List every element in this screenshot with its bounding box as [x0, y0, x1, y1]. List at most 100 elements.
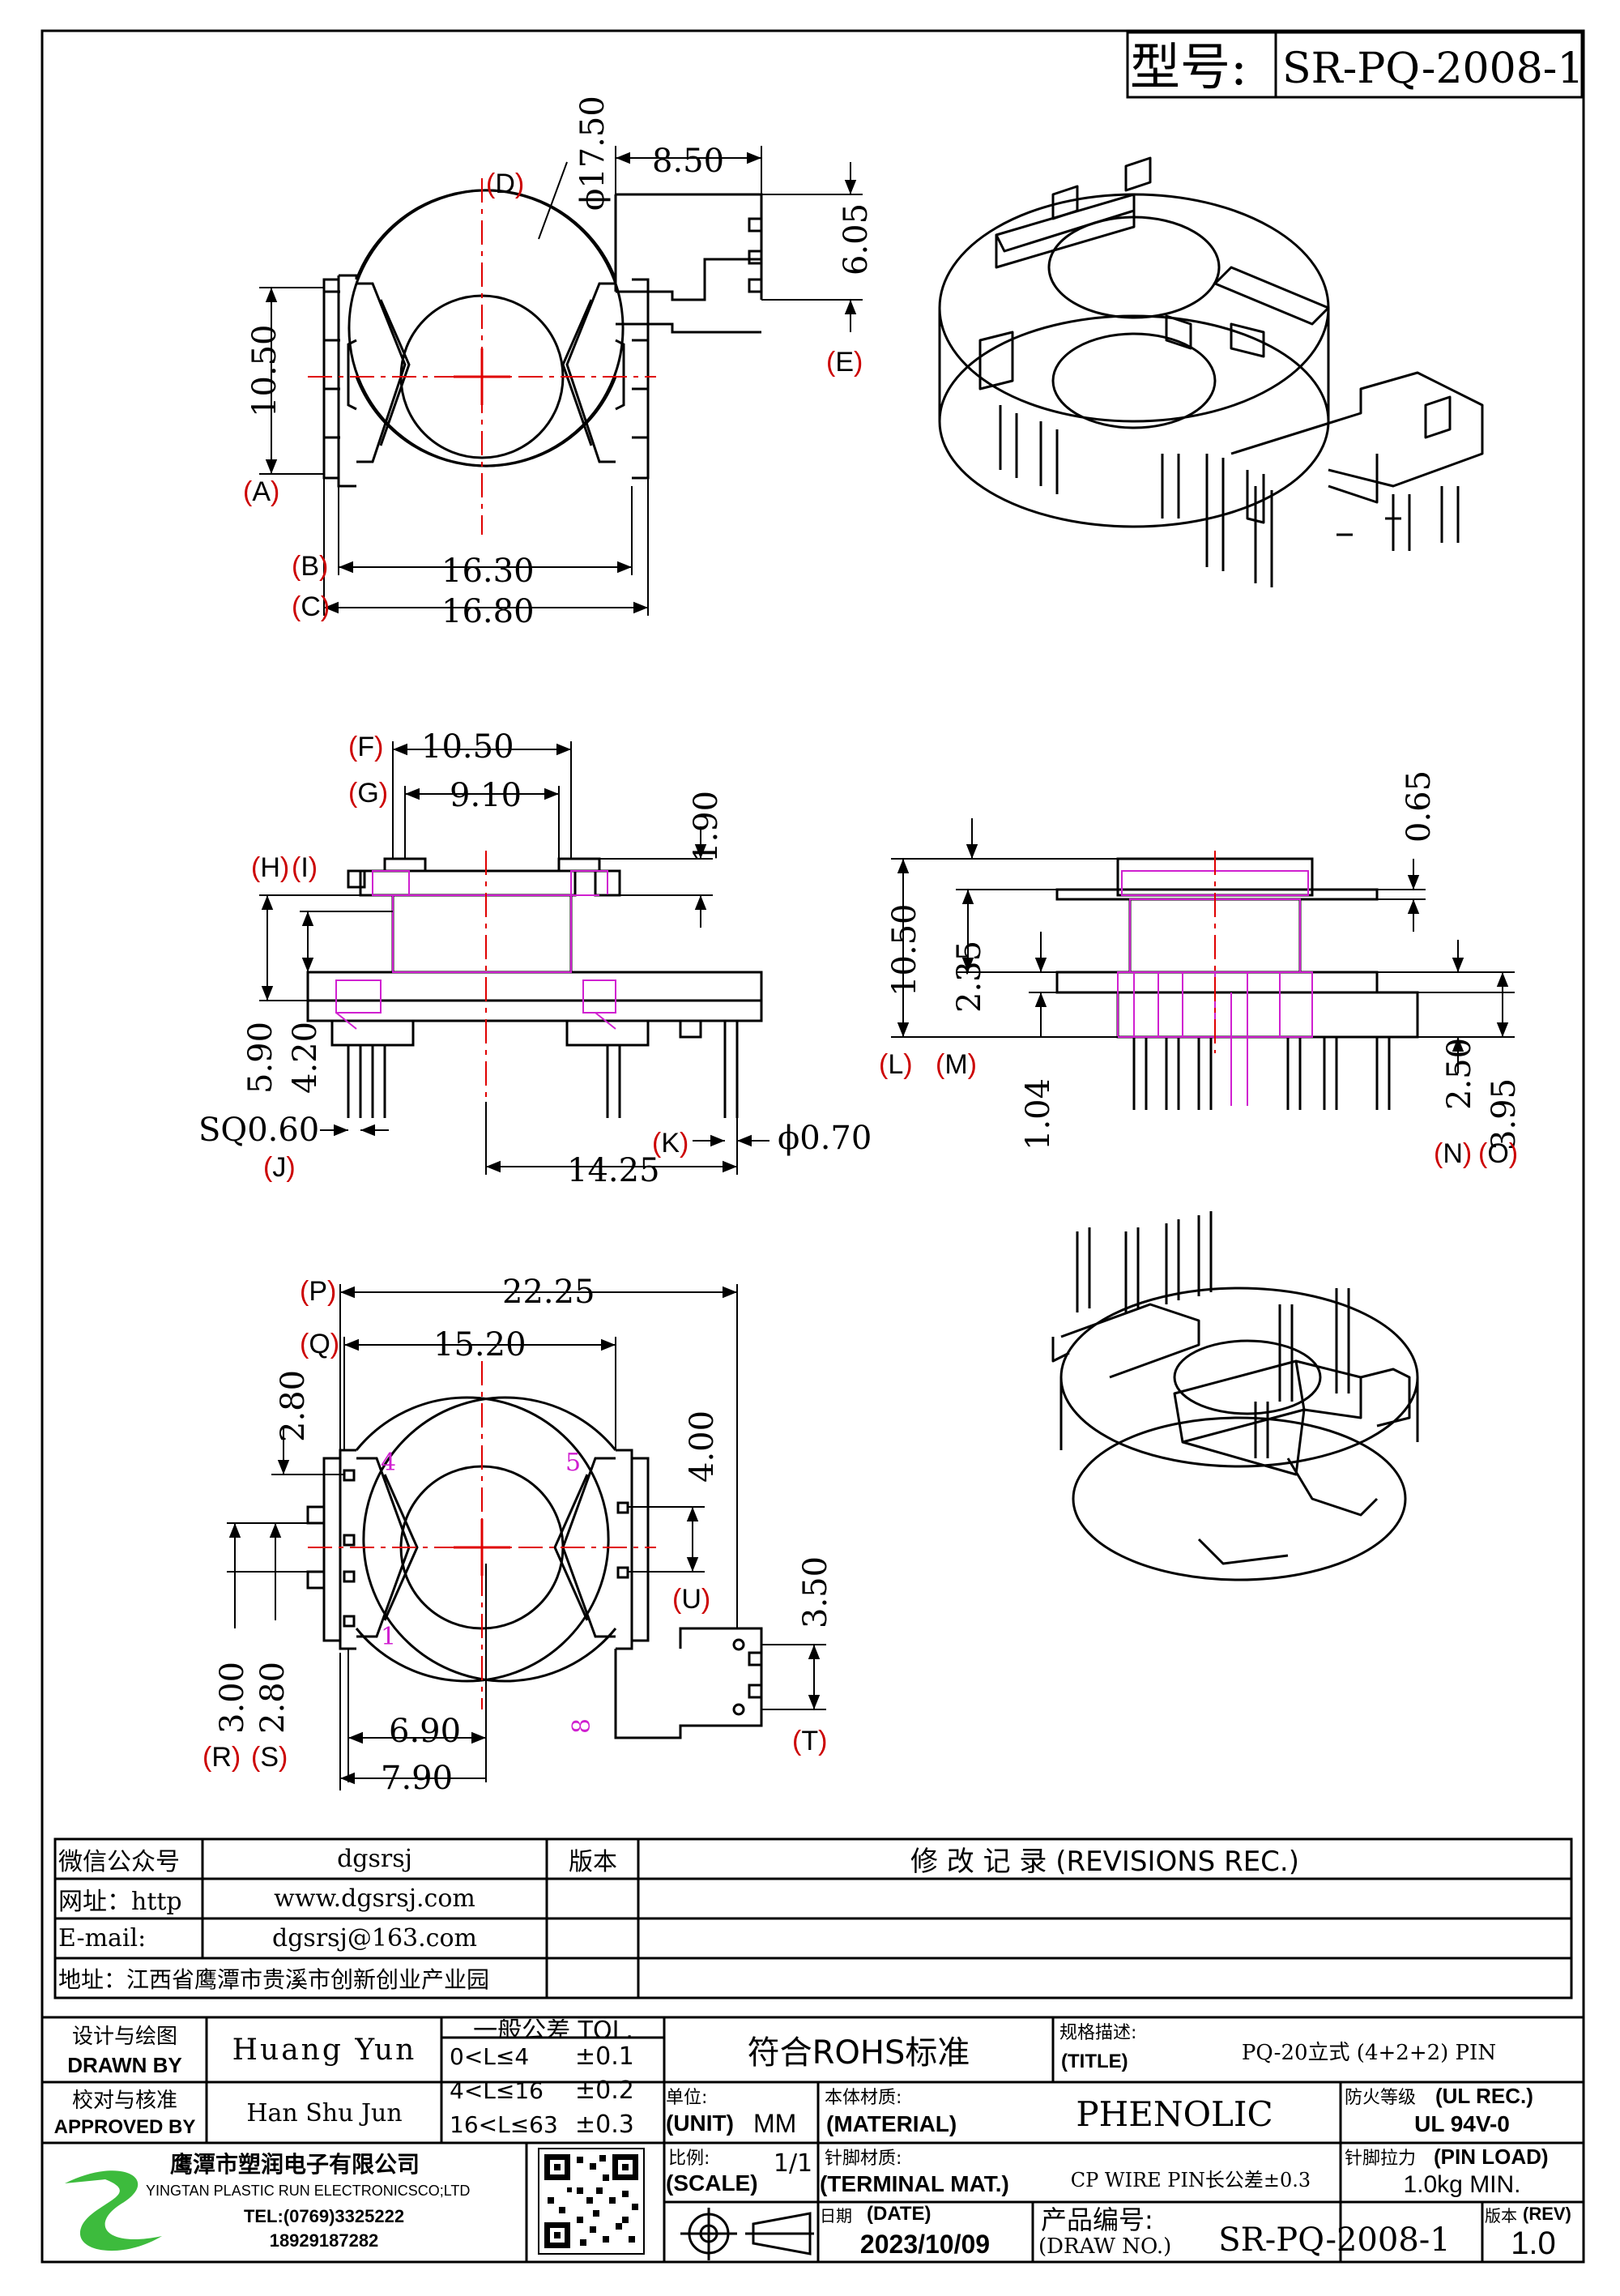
- wechat-label: 微信公众号: [58, 1847, 180, 1876]
- tag-K: (K): [652, 1128, 689, 1159]
- dim-side-d1: 10.50: [421, 728, 514, 766]
- spec-en: (TITLE): [1061, 2051, 1128, 2072]
- scale-value: 1/1: [773, 2149, 813, 2178]
- title-block: [40, 2016, 1585, 2264]
- pinload-cn: 针脚拉力: [1345, 2149, 1417, 2169]
- pin-label-4: 4: [381, 1449, 396, 1477]
- tag-R: (R): [202, 1742, 241, 1773]
- rev-value: 1.0: [1511, 2226, 1556, 2260]
- company-name-en: YINGTAN PLASTIC RUN ELECTRONICSCO;LTD: [146, 2182, 471, 2199]
- tag-S: (S): [251, 1742, 288, 1773]
- dim-bottom-d4: 4.00: [684, 1410, 721, 1483]
- tol-range-3: 16<L≤63: [450, 2110, 558, 2138]
- bottom-view-centerlines: [308, 1361, 656, 1709]
- dim-bottom-d8: 6.90: [389, 1713, 461, 1750]
- web-value[interactable]: www.dgsrsj.com: [274, 1884, 475, 1913]
- rev-cn: 版本: [1485, 2205, 1517, 2226]
- company-logo: [65, 2170, 162, 2251]
- projection-symbol: [680, 2208, 814, 2260]
- side-view-2-text: 0.65 10.50 2.35 1.04 2.50 3.95: [886, 770, 1523, 1150]
- tol-range-2: 4<L≤16: [450, 2076, 544, 2104]
- iso-view-bottom: [1051, 1211, 1419, 1581]
- pin-label-5: 5: [565, 1449, 581, 1477]
- top-view-centerlines: [308, 178, 656, 535]
- drawn-en: DRAWN BY: [67, 2052, 182, 2077]
- pin-label-1: 1: [381, 1623, 396, 1651]
- tag-L: (L): [879, 1049, 913, 1080]
- tol-value-3: ±0.3: [575, 2110, 634, 2139]
- dim-top-d2: 6.05: [838, 203, 875, 275]
- dim-side2-d4: 1.04: [1020, 1078, 1057, 1150]
- tol-value-2: ±0.2: [575, 2076, 634, 2105]
- tag-J: (J): [263, 1152, 296, 1183]
- tag-D: (D): [486, 169, 525, 199]
- email-value[interactable]: dgsrsj@163.com: [272, 1924, 477, 1952]
- address: 地址：江西省鹰潭市贵溪市创新创业产业园: [58, 1960, 544, 1996]
- dim-side-phi: ϕ0.70: [778, 1120, 872, 1157]
- bottom-view-dims: [227, 1284, 826, 1790]
- dim-side-sq: SQ0.60: [198, 1112, 319, 1149]
- web-label: 网址：http: [58, 1887, 182, 1916]
- tag-M: (M): [936, 1049, 977, 1080]
- company-name-cn: 鹰潭市塑润电子有限公司: [170, 2151, 420, 2178]
- unit-cn: 单位:: [666, 2088, 708, 2108]
- dim-top-d5: 16.80: [441, 593, 535, 630]
- tag-P: (P): [300, 1276, 337, 1307]
- company-mobile: 18929187282: [269, 2230, 379, 2251]
- tag-E: (E): [826, 347, 863, 378]
- dim-side-d4: 5.90: [242, 1022, 279, 1094]
- dim-bottom-d7: 2.80: [254, 1662, 292, 1734]
- dim-side2-d5: 2.50: [1441, 1038, 1478, 1110]
- dim-bottom-d6: 3.00: [214, 1662, 251, 1734]
- side-view-text: 10.50 9.10 1.90 5.90 4.20 SQ0.60 14.25 ϕ…: [198, 728, 872, 1189]
- dim-top-d3: 10.50: [246, 324, 284, 417]
- fire-en: (UL REC.): [1435, 2084, 1533, 2108]
- dim-side-d5: 4.20: [287, 1022, 324, 1094]
- drawno-en: (DRAW NO.): [1038, 2234, 1172, 2259]
- pin-label-8: 8: [568, 1718, 596, 1734]
- pin-numbers: 4 5 1 8: [381, 1449, 596, 1734]
- side-view-2-dims: [891, 818, 1515, 1073]
- date-en: (DATE): [867, 2204, 932, 2225]
- dim-side2-d2: 10.50: [886, 903, 923, 996]
- dim-side-d3: 1.90: [688, 791, 725, 863]
- drawno-cn: 产品编号:: [1041, 2204, 1153, 2233]
- material-value: PHENOLIC: [1076, 2093, 1273, 2134]
- tag-O: (O): [1478, 1138, 1519, 1169]
- side-view-pink: [335, 870, 616, 1030]
- spec-value: PQ-20立式 (4+2+2) PIN: [1241, 2040, 1497, 2065]
- tag-N: (N): [1434, 1138, 1473, 1169]
- approved-cn: 校对与核准: [71, 2088, 177, 2113]
- dim-bottom-d3: 2.80: [275, 1370, 312, 1442]
- tag-A: (A): [243, 476, 280, 507]
- drawno-value: SR-PQ-2008-1: [1218, 2221, 1451, 2259]
- tol-range-1: 0<L≤4: [450, 2042, 530, 2070]
- date-value: 2023/10/09: [859, 2229, 991, 2259]
- scale-en: (SCALE): [666, 2170, 758, 2196]
- material-cn: 本体材质:: [825, 2088, 902, 2108]
- address-value: 江西省鹰潭市贵溪市创新创业产业园: [126, 1965, 490, 1993]
- tag-H: (H): [251, 852, 290, 883]
- material-en: (MATERIAL): [826, 2111, 957, 2136]
- dim-side2-d1: 0.65: [1400, 770, 1438, 843]
- drawn-name: Huang Yun: [232, 2033, 417, 2067]
- scale-cn: 比例:: [668, 2149, 710, 2169]
- dim-side2-d3: 2.35: [951, 941, 988, 1013]
- dim-top-d1: 8.50: [652, 143, 724, 180]
- tag-T: (T): [792, 1726, 828, 1756]
- tag-C: (C): [292, 591, 330, 622]
- tag-U: (U): [672, 1584, 711, 1615]
- wechat-value: dgsrsj: [337, 1845, 412, 1873]
- tag-I: (I): [292, 852, 318, 883]
- terminal-cn: 针脚材质:: [825, 2149, 902, 2169]
- model-value: SR-PQ-2008-1: [1282, 45, 1584, 93]
- top-view-dims: [259, 146, 863, 616]
- date-cn: 日期:: [820, 2205, 852, 2226]
- drawn-cn: 设计与绘图: [71, 2024, 177, 2049]
- tol-title: 一般公差 TOL.: [473, 2019, 633, 2037]
- dim-side-d6: 14.25: [567, 1152, 660, 1189]
- version-label: 版本: [569, 1847, 617, 1876]
- model-header-box: 型号: SR-PQ-2008-1: [1126, 31, 1584, 99]
